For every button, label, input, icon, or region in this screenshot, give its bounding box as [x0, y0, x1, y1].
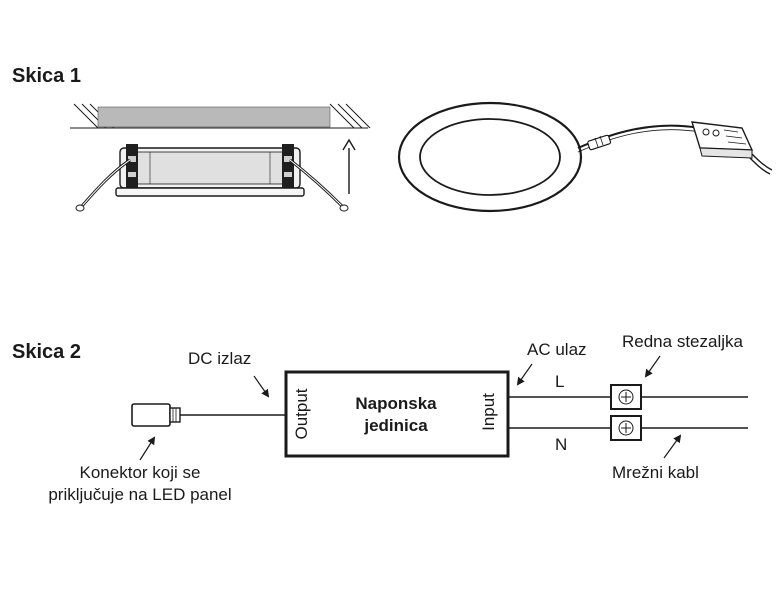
terminal-block-arrow [644, 355, 661, 378]
ac-input-arrow [516, 363, 533, 386]
terminal-block-phase [610, 384, 642, 410]
connector-arrow [139, 436, 156, 461]
power-unit-output-label: Output [292, 388, 311, 439]
terminal-block-label: Redna stezaljka [622, 332, 744, 351]
mounting-spring-clips [75, 158, 349, 212]
power-unit-name-line1: Naponska [355, 394, 437, 413]
power-unit: Naponska jedinica Output Input [284, 370, 510, 458]
led-panel-inner-ring [419, 118, 561, 196]
dc-output-arrow [253, 375, 270, 398]
dc-output-label: DC izlaz [188, 349, 251, 368]
sketch2-title: Skica 2 [12, 341, 81, 363]
leader-arrows [139, 355, 682, 461]
power-unit-input-label: Input [479, 393, 498, 431]
led-driver-module [691, 121, 773, 175]
insert-up-arrow [342, 138, 356, 194]
mains-cable-arrow [663, 434, 682, 459]
terminal-block-neutral [610, 415, 642, 441]
connector-label-line2: priključuje na LED panel [48, 485, 231, 504]
phase-label: L [555, 372, 564, 391]
round-led-panel-with-driver [397, 101, 773, 213]
neutral-label: N [555, 435, 567, 454]
mains-cable-label: Mrežni kabl [612, 463, 699, 482]
power-unit-name-line2: jedinica [363, 416, 428, 435]
ac-input-label: AC ulaz [527, 340, 587, 359]
cable-connector-plug [587, 134, 612, 151]
ceiling-installation-side-view [70, 103, 371, 212]
connector-label-line1: Konektor koji se [80, 463, 201, 482]
led-panel-connector [131, 403, 181, 427]
ceiling-opening-panel [97, 106, 331, 128]
downlight-housing [115, 144, 305, 197]
terminal-blocks [610, 384, 642, 441]
sketch1-title: Skica 1 [12, 65, 81, 87]
